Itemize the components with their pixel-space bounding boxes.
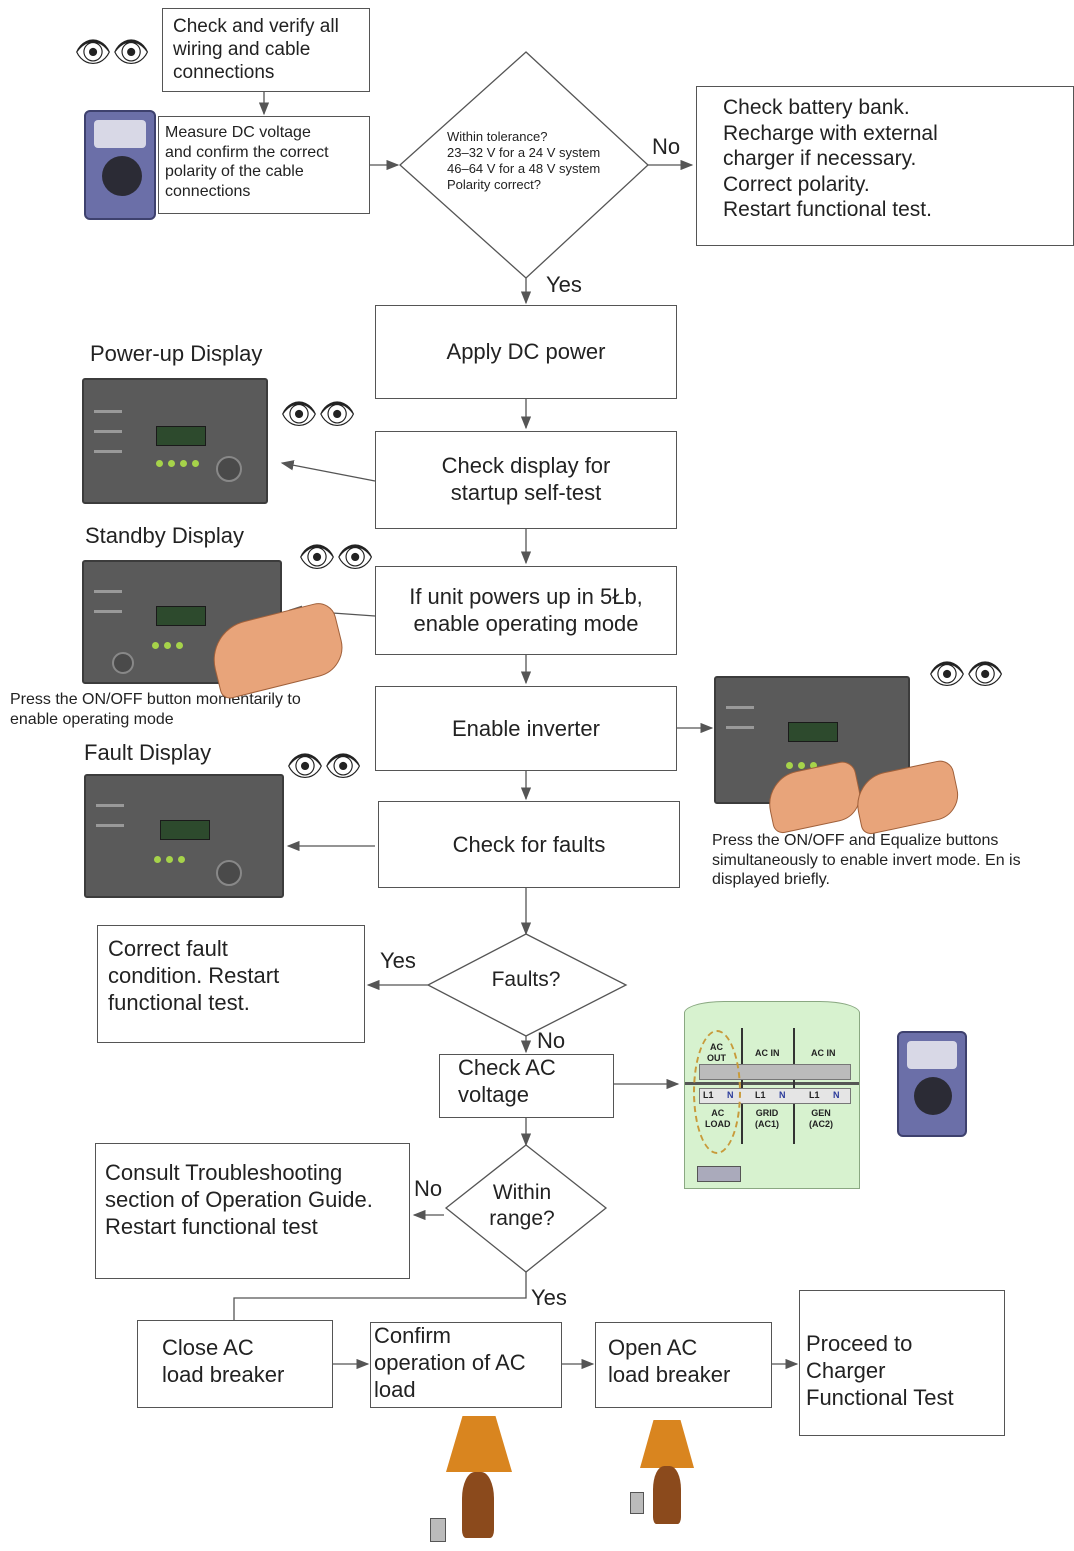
lamp-icon: [462, 1472, 494, 1538]
press-both-note: Press the ON/OFF and Equalize buttons si…: [712, 832, 1021, 889]
multimeter-icon: [84, 110, 156, 220]
terminal-block: AC OUT AC IN AC IN L1 N L1 N L1 N AC LOA…: [684, 1001, 860, 1189]
terminal-col2-top: AC IN: [755, 1048, 780, 1058]
no-label-3: No: [414, 1176, 443, 1201]
consult-step: Consult Troubleshooting section of Opera…: [95, 1143, 410, 1279]
faults-decision: Faults?: [491, 968, 561, 991]
open-breaker-step: Open AC load breaker: [595, 1322, 772, 1408]
eyes-icon: 👁👁: [74, 36, 151, 69]
check-faults-step: Check for faults: [378, 801, 680, 888]
terminal-n-3: N: [833, 1090, 840, 1100]
eyes-icon: 👁👁: [280, 398, 357, 431]
check-battery-step: Check battery bank. Recharge with extern…: [696, 86, 1074, 246]
no-label-2: No: [537, 1028, 566, 1053]
terminal-col2-bottom: GRID (AC1): [755, 1108, 779, 1129]
yes-label-1: Yes: [546, 272, 582, 297]
yes-label-2: Yes: [380, 948, 416, 973]
terminal-col3-bottom: GEN (AC2): [809, 1108, 833, 1129]
check-wiring-step: Check and verify all wiring and cable co…: [162, 8, 370, 92]
range-decision: Within range?: [489, 1181, 555, 1230]
confirm-load-step: Confirm operation of AC load: [370, 1322, 562, 1408]
correct-fault-step: Correct fault condition. Restart functio…: [97, 925, 365, 1043]
measure-dc-step: Measure DC voltage and confirm the corre…: [158, 116, 370, 214]
standby-display-label: Standby Display: [85, 523, 244, 548]
yes-label-3: Yes: [531, 1285, 567, 1310]
powerup-display-label: Power-up Display: [90, 341, 263, 366]
lamp-icon: [653, 1466, 681, 1524]
control-panel-icon: [82, 378, 268, 504]
tolerance-decision: Within tolerance? 23–32 V for a 24 V sys…: [447, 129, 601, 192]
terminal-col3-top: AC IN: [811, 1048, 836, 1058]
no-label-1: No: [652, 134, 681, 159]
enable-operating-step: If unit powers up in 5Łb, enable operati…: [375, 566, 677, 655]
fault-display-label: Fault Display: [84, 740, 212, 765]
eyes-icon: 👁👁: [286, 750, 363, 783]
multimeter-icon: [897, 1031, 967, 1137]
terminal-l1-2: L1: [755, 1090, 766, 1100]
eyes-icon: 👁👁: [928, 658, 1005, 691]
outlet-icon: [630, 1492, 644, 1514]
proceed-step: Proceed to Charger Functional Test: [799, 1290, 1005, 1436]
control-panel-icon: [84, 774, 284, 898]
outlet-icon: [430, 1518, 446, 1542]
apply-dc-step: Apply DC power: [375, 305, 677, 399]
check-ac-step: Check AC voltage: [439, 1054, 614, 1118]
check-display-step: Check display for startup self-test: [375, 431, 677, 529]
eyes-icon: 👁👁: [298, 541, 375, 574]
terminal-l1-3: L1: [809, 1090, 820, 1100]
close-breaker-step: Close AC load breaker: [137, 1320, 333, 1408]
terminal-n-2: N: [779, 1090, 786, 1100]
enable-inverter-step: Enable inverter: [375, 686, 677, 771]
press-onoff-note: Press the ON/OFF button momentarily to e…: [10, 691, 301, 728]
